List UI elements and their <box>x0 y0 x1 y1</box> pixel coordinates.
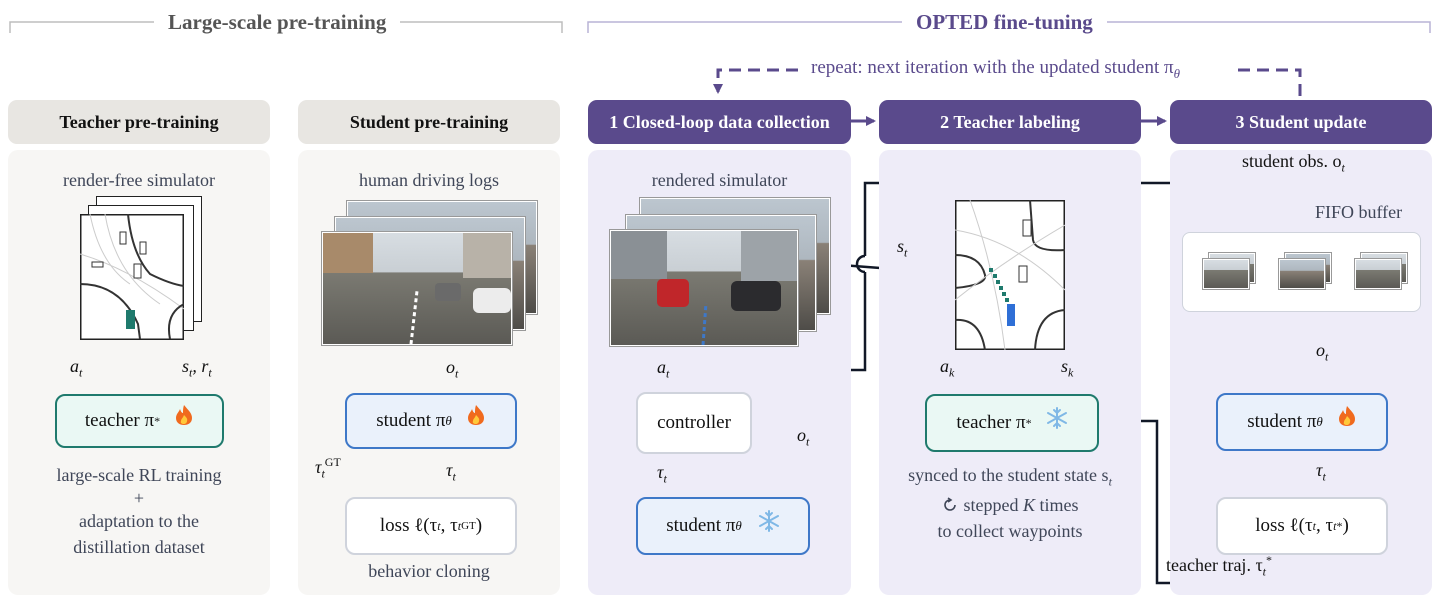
snowflake-icon <box>758 510 779 532</box>
repeat-loop-right <box>1238 68 1302 96</box>
header-student-update: 3 Student update <box>1170 100 1432 144</box>
synced-caption: synced to the student state st <box>908 465 1112 489</box>
plus-caption: + <box>133 488 145 508</box>
line-hop <box>855 254 866 274</box>
fire-icon <box>467 405 484 425</box>
right-section-title: OPTED fine-tuning <box>902 10 1107 35</box>
render-free-simulator-label: render-free simulator <box>62 170 216 190</box>
dataset-caption: distillation dataset <box>73 537 205 557</box>
repeat-label: repeat: next iteration with the updated … <box>807 57 1184 82</box>
buffer-thumb-3b <box>1355 259 1401 289</box>
header-teacher-pretraining: Teacher pre-training <box>8 100 270 144</box>
update-tau-label: τt <box>1316 460 1326 484</box>
action-label: at <box>70 356 83 380</box>
fire-icon <box>176 405 193 425</box>
update-obs-label: ot <box>1316 340 1329 364</box>
teacher-box: teacher π* <box>55 394 224 448</box>
controller-action-label: at <box>657 357 670 381</box>
human-driving-logs-label: human driving logs <box>359 170 499 190</box>
left-section-title: Large-scale pre-training <box>154 10 401 35</box>
waypoints-caption: to collect waypoints <box>937 521 1083 541</box>
fifo-buffer-label: FIFO buffer <box>1315 202 1403 222</box>
rl-training-caption: large-scale RL training <box>56 465 222 485</box>
buffer-thumb-1b <box>1203 259 1249 289</box>
stepped-caption: stepped K times <box>879 495 1141 516</box>
refresh-icon <box>943 497 956 511</box>
fifo-buffer-box <box>1182 232 1421 312</box>
gt-label: τtGT <box>315 455 341 481</box>
controller-box: controller <box>636 392 752 454</box>
sim-image-front <box>610 230 798 346</box>
rendered-simulator-label: rendered simulator <box>651 170 788 190</box>
header-closed-loop: 1 Closed-loop data collection <box>588 100 851 144</box>
adaptation-caption: adaptation to the <box>79 511 199 531</box>
bev-map <box>80 214 184 340</box>
student-obs-caption: student obs. ot <box>1238 151 1349 176</box>
tau-label: τt <box>446 460 456 484</box>
header-student-pretraining: Student pre-training <box>298 100 560 144</box>
teacher-state-label: st <box>897 236 908 260</box>
behavior-cloning-caption: behavior cloning <box>368 561 490 581</box>
log-image-front <box>322 232 512 345</box>
teacher-traj-label: teacher traj. τt* <box>1166 553 1273 579</box>
sk-label: sk <box>1061 356 1074 380</box>
teacher-box-frozen: teacher π* <box>925 394 1099 452</box>
repeat-loop-left <box>713 68 798 94</box>
controller-tau-label: τt <box>657 462 667 486</box>
fire-icon <box>1338 406 1355 426</box>
snowflake-icon <box>1046 407 1067 429</box>
teacher-bev-map <box>955 200 1065 350</box>
buffer-thumb-2b <box>1279 259 1325 289</box>
closed-loop-obs-label: ot <box>797 425 810 449</box>
ak-label: ak <box>940 356 955 380</box>
state-reward-label: st, rt <box>182 356 212 380</box>
header-teacher-labeling: 2 Teacher labeling <box>879 100 1141 144</box>
obs-label: ot <box>446 357 459 381</box>
